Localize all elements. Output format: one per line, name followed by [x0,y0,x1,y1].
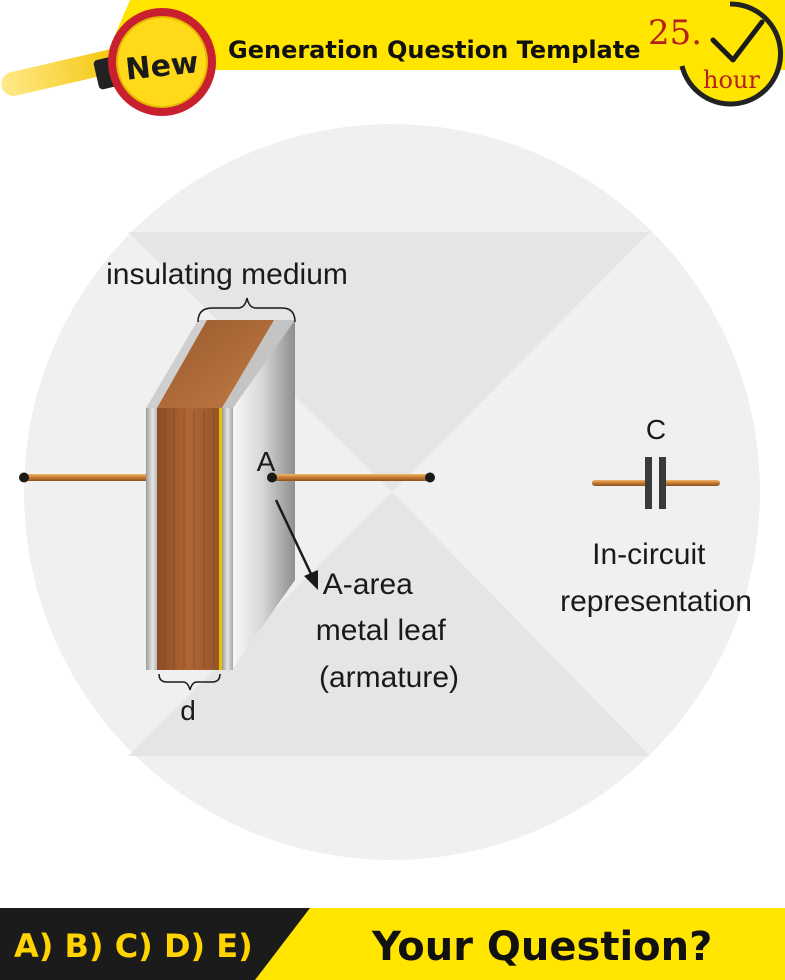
symbol-plate-right [659,457,666,509]
capacitor-illustration [19,297,435,691]
symbol-caption: In-circuit representation [560,538,752,618]
clock-unit: hour [703,66,760,94]
left-metal-plate [146,408,159,670]
insulating-medium-brace [197,297,296,323]
left-lead-terminal [19,472,29,483]
right-lead-terminal [425,472,435,483]
point-a-label: A [257,446,276,477]
symbol-plate-left [645,457,652,509]
header-bar [100,0,785,70]
symbol-label-c: C [646,414,666,445]
right-metal-plate-edge [222,408,233,670]
thickness-d-brace [158,673,221,691]
thickness-d-label: d [180,695,196,726]
clock-number: 25. [648,13,702,53]
area-caption: A-area metal leaf (armature) [316,568,459,694]
answer-options: A) B) C) D) E) [14,927,253,965]
capacitor-symbol [592,457,720,509]
symbol-caption-line-2: representation [560,585,752,618]
dielectric-top [157,320,275,408]
symbol-caption-line-1: In-circuit [592,538,706,571]
area-pointer-line [274,499,314,577]
insulating-medium-label: insulating medium [106,258,348,291]
new-badge-label: New [124,45,200,87]
dielectric-edge-strip [219,408,222,670]
area-caption-line-2: metal leaf [316,614,447,647]
page-title: Generation Question Template [228,36,641,64]
right-lead-wire [272,474,430,481]
dielectric-block [157,408,222,670]
left-lead-wire [24,474,152,481]
footer-bar [0,908,785,980]
area-caption-line-1: A-area [323,568,413,601]
point-a-marker [267,472,277,483]
right-metal-plate-top [222,320,295,408]
right-metal-plate-face [233,320,295,668]
magnifier-icon [1,8,216,116]
area-caption-line-3: (armature) [319,661,459,694]
clock-icon [679,1,784,107]
your-question-label: Your Question? [371,924,712,970]
area-pointer-arrowhead [304,570,318,590]
